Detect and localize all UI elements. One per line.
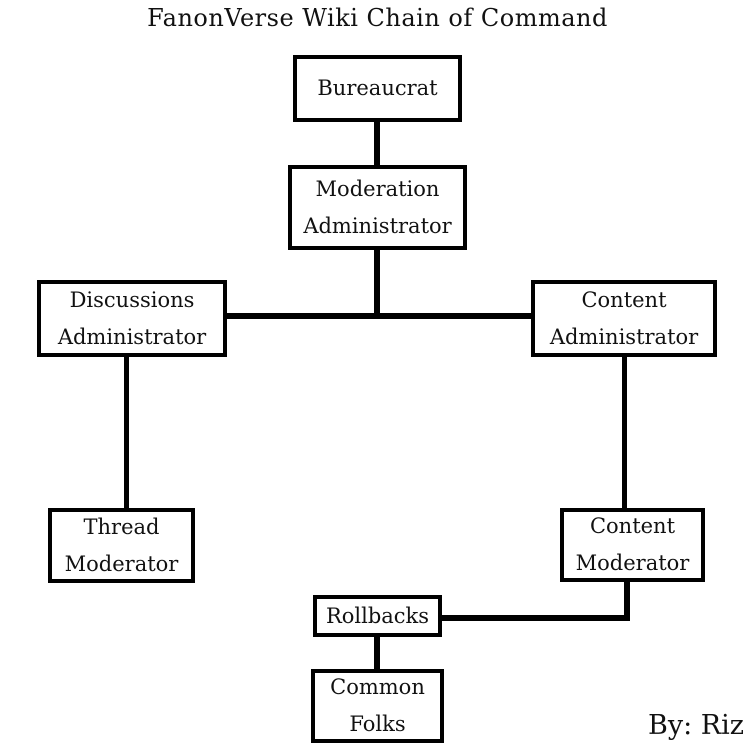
node-discussions-administrator: Discussions Administrator — [37, 280, 227, 357]
edge-moderation-administrator-drop — [374, 249, 380, 319]
node-common-folks: Common Folks — [311, 669, 444, 743]
node-content-administrator-label: Content Administrator — [549, 287, 699, 349]
node-moderation-administrator: Moderation Administrator — [288, 165, 467, 250]
node-content-moderator-label: Content Moderator — [575, 514, 690, 575]
author-byline: By: Riz — [648, 710, 744, 741]
edge-bureaucrat-to-moderation-administrator — [374, 121, 380, 167]
edge-content-moderator-to-rollbacks-crossbar — [441, 615, 630, 621]
node-rollbacks: Rollbacks — [313, 595, 442, 637]
diagram-title: FanonVerse Wiki Chain of Command — [147, 4, 608, 32]
edge-rollbacks-to-common-folks — [374, 636, 380, 670]
node-content-moderator: Content Moderator — [560, 508, 705, 582]
edge-content-moderator-drop — [624, 581, 630, 621]
node-thread-moderator-label: Thread Moderator — [64, 514, 179, 576]
node-bureaucrat-label: Bureaucrat — [317, 76, 438, 100]
edge-discussions-to-content-administrator-crossbar — [226, 313, 532, 319]
node-discussions-administrator-label: Discussions Administrator — [57, 287, 207, 349]
node-bureaucrat: Bureaucrat — [293, 55, 462, 122]
edge-discussions-administrator-to-thread-moderator — [124, 356, 129, 509]
node-rollbacks-label: Rollbacks — [325, 603, 430, 628]
node-content-administrator: Content Administrator — [531, 280, 717, 357]
edge-content-administrator-to-content-moderator — [622, 356, 627, 509]
node-thread-moderator: Thread Moderator — [48, 508, 195, 583]
node-common-folks-label: Common Folks — [330, 675, 425, 736]
node-moderation-administrator-label: Moderation Administrator — [303, 176, 452, 238]
